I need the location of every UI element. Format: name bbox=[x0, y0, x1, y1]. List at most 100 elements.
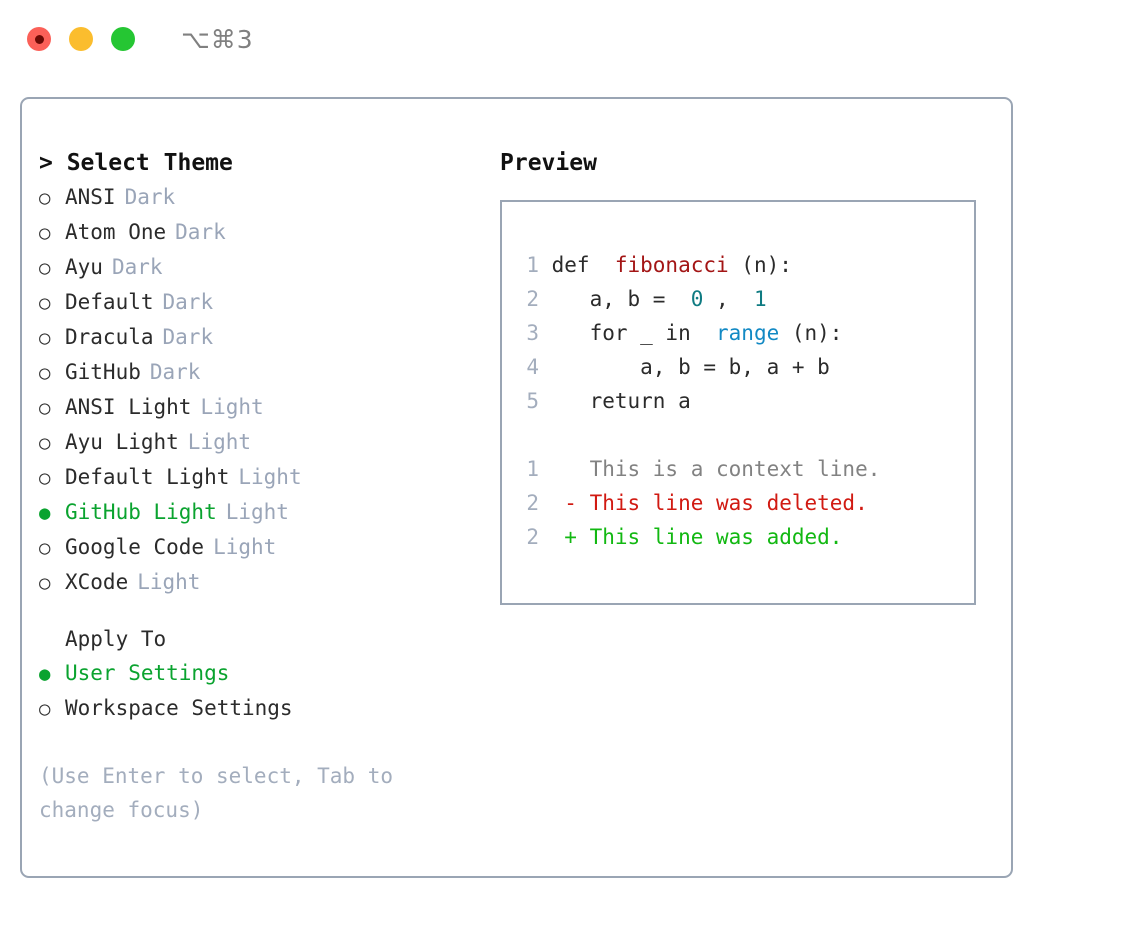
theme-option-label: ANSI bbox=[65, 185, 116, 209]
close-button[interactable] bbox=[27, 27, 51, 51]
code-line: 4 a, b = b, a + b bbox=[517, 350, 880, 384]
code-line: 3 for _ in range (n): bbox=[517, 316, 880, 350]
code-token: 0 bbox=[678, 287, 704, 311]
code-token: def bbox=[539, 253, 603, 277]
code-token: range bbox=[703, 321, 780, 345]
theme-option-dracula[interactable]: ○ Dracula Dark bbox=[39, 320, 479, 355]
spacer bbox=[39, 600, 479, 622]
theme-option-label: Atom One bbox=[65, 220, 167, 244]
theme-variant-tag: Dark bbox=[175, 220, 226, 244]
theme-variant-tag: Light bbox=[137, 570, 201, 594]
theme-option-github-light[interactable]: ● GitHub Light Light bbox=[39, 495, 479, 530]
theme-option-label: ANSI Light bbox=[65, 395, 192, 419]
apply-to-option-label: User Settings bbox=[65, 661, 230, 685]
radio-unselected-icon: ○ bbox=[39, 327, 51, 349]
line-number: 1 bbox=[526, 253, 539, 277]
code-line: 2 a, b = 0 , 1 bbox=[517, 282, 880, 316]
diff-line: 2 - This line was deleted. bbox=[517, 486, 880, 520]
theme-variant-tag: Dark bbox=[124, 185, 176, 209]
theme-option-label: Ayu Light bbox=[65, 430, 179, 454]
radio-unselected-icon: ○ bbox=[39, 432, 51, 454]
code-token: 1 bbox=[741, 287, 767, 311]
radio-selected-icon: ● bbox=[39, 502, 51, 524]
line-number: 3 bbox=[526, 321, 539, 345]
theme-variant-tag: Dark bbox=[162, 290, 214, 314]
line-number: 2 bbox=[526, 525, 539, 549]
theme-variant-tag: Light bbox=[213, 535, 277, 559]
zoom-button[interactable] bbox=[111, 27, 135, 51]
radio-unselected-icon: ○ bbox=[39, 292, 51, 314]
spacer bbox=[517, 418, 880, 452]
theme-variant-tag: Light bbox=[225, 500, 289, 524]
window-title: ⌥⌘3 bbox=[181, 24, 254, 54]
select-theme-heading: > Select Theme bbox=[39, 150, 233, 176]
code-line: 5 return a bbox=[517, 384, 880, 418]
code-token: a, b = bbox=[539, 287, 679, 311]
radio-unselected-icon: ○ bbox=[39, 572, 51, 594]
theme-option-google-code[interactable]: ○ Google Code Light bbox=[39, 530, 479, 565]
code-token: (n): bbox=[779, 321, 843, 345]
apply-to-heading: Apply To bbox=[65, 627, 167, 651]
code-line: 1 def fibonacci (n): bbox=[517, 248, 880, 282]
theme-option-label: Default bbox=[65, 290, 154, 314]
code-token: return a bbox=[539, 389, 691, 413]
radio-selected-icon: ● bbox=[39, 663, 51, 685]
theme-option-label: Ayu bbox=[65, 255, 103, 279]
line-number: 1 bbox=[526, 457, 539, 481]
theme-option-atom-one[interactable]: ○ Atom One Dark bbox=[39, 215, 479, 250]
code-token: for _ in bbox=[539, 321, 704, 345]
traffic-lights bbox=[27, 27, 135, 51]
theme-variant-tag: Dark bbox=[162, 325, 214, 349]
theme-option-label: XCode bbox=[65, 570, 129, 594]
line-number: 5 bbox=[526, 389, 539, 413]
apply-to-list: ● User Settings ○ Workspace Settings bbox=[39, 656, 479, 726]
radio-unselected-icon: ○ bbox=[39, 222, 51, 244]
theme-option-default[interactable]: ○ Default Dark bbox=[39, 285, 479, 320]
radio-unselected-icon: ○ bbox=[39, 698, 51, 720]
title-bar: ⌥⌘3 bbox=[0, 0, 1140, 78]
theme-option-label: Google Code bbox=[65, 535, 205, 559]
line-number: 2 bbox=[526, 287, 539, 311]
theme-option-label: Dracula bbox=[65, 325, 154, 349]
theme-variant-tag: Dark bbox=[149, 360, 201, 384]
theme-option-label: Default Light bbox=[65, 465, 230, 489]
radio-unselected-icon: ○ bbox=[39, 187, 51, 209]
apply-to-option-workspace-settings[interactable]: ○ Workspace Settings bbox=[39, 691, 479, 726]
radio-unselected-icon: ○ bbox=[39, 467, 51, 489]
diff-line: 1 This is a context line. bbox=[517, 452, 880, 486]
diff-text: + This line was added. bbox=[539, 525, 843, 549]
code-token: (n): bbox=[728, 253, 792, 277]
minimize-button[interactable] bbox=[69, 27, 93, 51]
keyboard-hint: (Use Enter to select, Tab to change focu… bbox=[39, 764, 406, 822]
line-number: 2 bbox=[526, 491, 539, 515]
radio-unselected-icon: ○ bbox=[39, 537, 51, 559]
radio-unselected-icon: ○ bbox=[39, 362, 51, 384]
theme-variant-tag: Dark bbox=[111, 255, 163, 279]
code-token: , bbox=[703, 287, 742, 311]
apply-to-option-label: Workspace Settings bbox=[65, 696, 293, 720]
code-token: a, b = b, a + b bbox=[539, 355, 830, 379]
theme-variant-tag: Light bbox=[200, 395, 264, 419]
theme-option-ayu-light[interactable]: ○ Ayu Light Light bbox=[39, 425, 479, 460]
diff-text: - This line was deleted. bbox=[539, 491, 868, 515]
theme-option-xcode[interactable]: ○ XCode Light bbox=[39, 565, 479, 600]
diff-line: 2 + This line was added. bbox=[517, 520, 880, 554]
preview-heading: Preview bbox=[500, 150, 597, 176]
theme-option-label: GitHub Light bbox=[65, 500, 217, 524]
theme-variant-tag: Light bbox=[187, 430, 252, 454]
code-token: fibonacci bbox=[602, 253, 729, 277]
theme-option-ayu[interactable]: ○ Ayu Dark bbox=[39, 250, 479, 285]
radio-unselected-icon: ○ bbox=[39, 257, 51, 279]
theme-option-ansi[interactable]: ○ ANSI Dark bbox=[39, 180, 479, 215]
apply-to-option-user-settings[interactable]: ● User Settings bbox=[39, 656, 479, 691]
line-number: 4 bbox=[526, 355, 539, 379]
diff-text: This is a context line. bbox=[539, 457, 881, 481]
preview-column: Preview 1 def fibonacci (n):2 a, b = 0 ,… bbox=[500, 146, 976, 605]
